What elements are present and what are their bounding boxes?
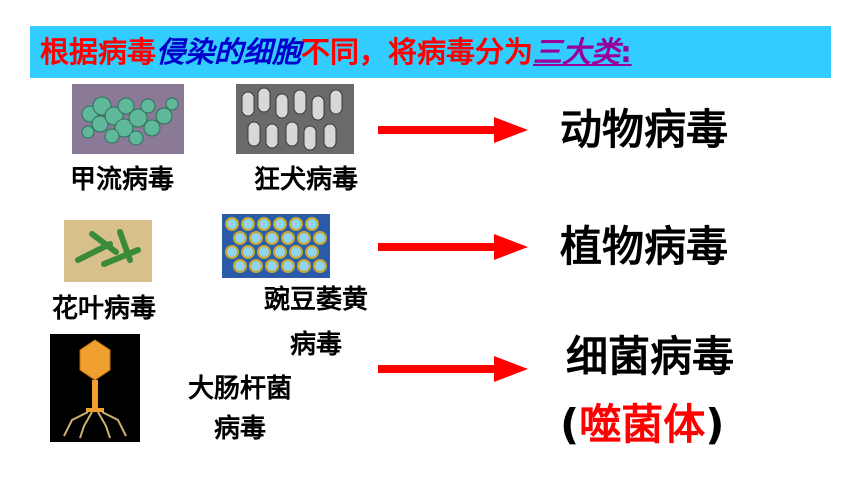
title-part-3: 不同，将病毒分为 xyxy=(301,35,534,69)
rabies-virus-image xyxy=(236,84,354,154)
virus-label: 甲流病毒 xyxy=(69,165,174,195)
phage-image xyxy=(50,334,140,442)
virus-label: 病毒 xyxy=(289,330,342,360)
virus-label: 病毒 xyxy=(213,414,266,444)
virus-label: 狂犬病毒 xyxy=(253,165,358,195)
mosaic-virus-image xyxy=(64,220,152,282)
page-title: 根据病毒侵染的细胞不同，将病毒分为三大类: xyxy=(40,30,632,74)
title-part-2: 侵染的细胞 xyxy=(156,35,302,69)
virus-label: 花叶病毒 xyxy=(51,294,156,324)
arrow-right-icon xyxy=(378,117,528,143)
category-animal-virus: 动物病毒 xyxy=(560,105,729,154)
category-plant-virus: 植物病毒 xyxy=(560,222,729,271)
title-part-1: 根据病毒 xyxy=(40,35,157,69)
virus-label: 大肠杆菌 xyxy=(187,374,292,404)
title-part-4: 三大类 xyxy=(533,35,621,69)
title-part-5: : xyxy=(620,35,632,69)
title-banner xyxy=(30,26,831,78)
note-open-paren: ( xyxy=(560,400,580,449)
pea-yellows-virus-image xyxy=(222,214,330,278)
virus-label: 豌豆萎黄 xyxy=(263,285,368,315)
category-bacterial-virus: 细菌病毒 xyxy=(566,332,735,381)
arrow-right-icon xyxy=(378,356,528,382)
arrow-right-icon xyxy=(378,234,528,260)
phage-note: (噬菌体) xyxy=(560,400,724,450)
influenza-virus-image xyxy=(72,84,184,154)
note-close-paren: ) xyxy=(705,400,725,449)
phage-label: 噬菌体 xyxy=(579,400,706,449)
